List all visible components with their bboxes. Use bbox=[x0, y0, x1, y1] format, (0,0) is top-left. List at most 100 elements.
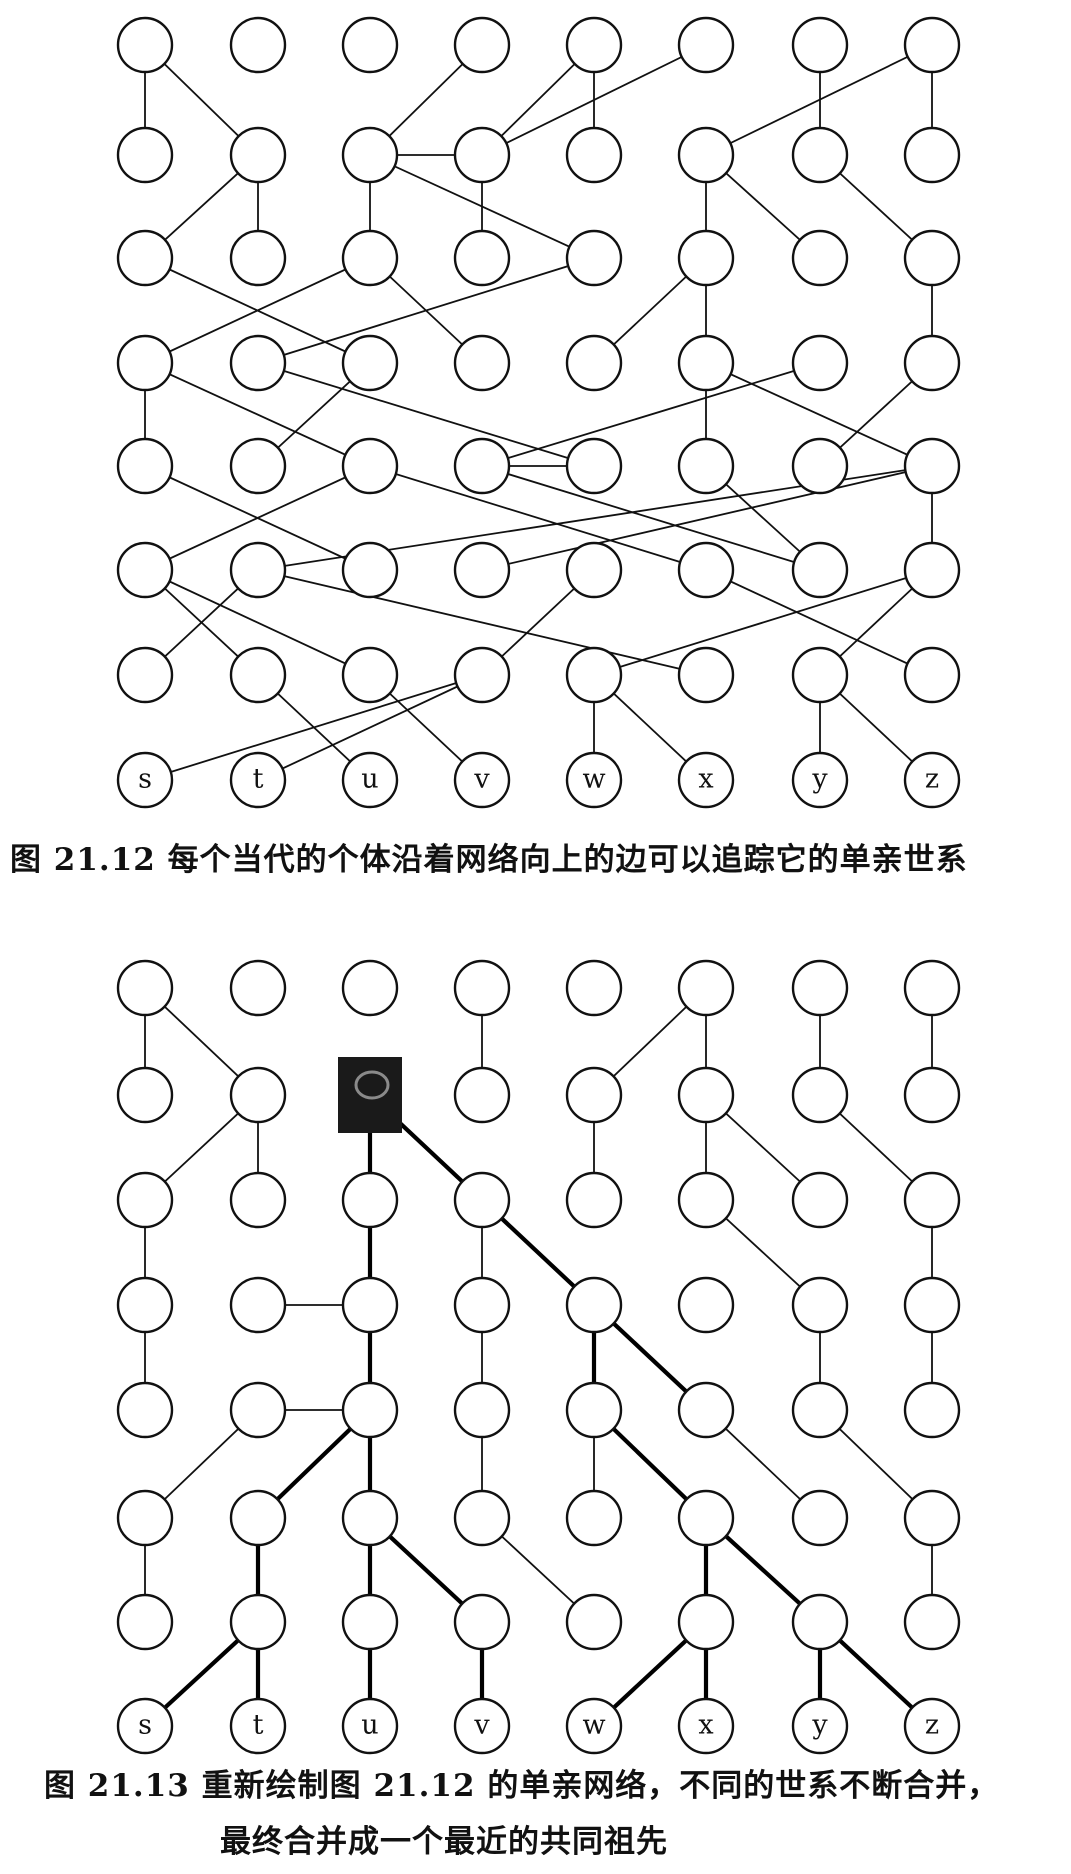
ancestor-node bbox=[229, 126, 287, 184]
leaf-label: y bbox=[811, 1710, 828, 1741]
present-individual-node bbox=[791, 1697, 849, 1755]
ancestor-node bbox=[116, 646, 174, 704]
ancestor-node bbox=[903, 646, 961, 704]
present-individual-node bbox=[229, 751, 287, 809]
ancestor-node bbox=[677, 646, 735, 704]
lineage-edge bbox=[144, 674, 483, 781]
ancestor-node bbox=[903, 1066, 961, 1124]
present-individual-node bbox=[791, 751, 849, 809]
lineage-edge bbox=[705, 44, 933, 156]
ancestor-node bbox=[229, 229, 287, 287]
lineage-edge bbox=[705, 362, 933, 467]
leaf-label: u bbox=[361, 1710, 378, 1741]
ancestor-node bbox=[677, 1489, 735, 1547]
ancestor-node bbox=[677, 1276, 735, 1334]
ancestor-node bbox=[677, 959, 735, 1017]
ancestor-node bbox=[229, 334, 287, 392]
ancestor-node bbox=[453, 437, 511, 495]
ancestor-node bbox=[677, 1171, 735, 1229]
ancestor-node bbox=[341, 959, 399, 1017]
present-individual-node bbox=[116, 1697, 174, 1755]
ancestor-node bbox=[677, 1066, 735, 1124]
ancestor-node bbox=[229, 16, 287, 74]
ancestor-node bbox=[791, 437, 849, 495]
leaf-label: w bbox=[582, 1710, 605, 1741]
ancestor-node bbox=[453, 1066, 511, 1124]
ancestor-node bbox=[565, 959, 623, 1017]
ancestor-node bbox=[341, 334, 399, 392]
present-individual-node bbox=[565, 751, 623, 809]
ancestor-node bbox=[341, 126, 399, 184]
present-individual-node bbox=[677, 1697, 735, 1755]
ancestor-node bbox=[229, 437, 287, 495]
ancestor-node bbox=[791, 646, 849, 704]
present-individual-node bbox=[116, 751, 174, 809]
leaf-label: v bbox=[473, 1710, 490, 1741]
leaf-label: s bbox=[138, 1710, 152, 1741]
ancestor-node bbox=[453, 1381, 511, 1439]
present-individual-node bbox=[453, 751, 511, 809]
ancestor-node bbox=[677, 229, 735, 287]
present-individual-node bbox=[903, 1697, 961, 1755]
ancestor-node bbox=[341, 437, 399, 495]
leaf-label: z bbox=[925, 764, 939, 795]
lineage-edge bbox=[144, 362, 371, 467]
ancestor-node bbox=[453, 1593, 511, 1651]
ancestor-node bbox=[677, 126, 735, 184]
ancestor-node bbox=[903, 1171, 961, 1229]
ancestor-node bbox=[229, 1489, 287, 1547]
ancestor-node bbox=[341, 16, 399, 74]
ancestor-node bbox=[677, 16, 735, 74]
lineage-edge bbox=[369, 465, 707, 571]
ancestor-node bbox=[791, 334, 849, 392]
leaf-label: x bbox=[698, 764, 713, 795]
ancestor-node bbox=[453, 16, 511, 74]
ancestor-node bbox=[565, 126, 623, 184]
ancestor-node bbox=[677, 1593, 735, 1651]
ancestor-node bbox=[565, 1593, 623, 1651]
ancestor-node bbox=[791, 1066, 849, 1124]
ancestor-node bbox=[116, 16, 174, 74]
lineage-edge bbox=[257, 674, 483, 781]
leaf-label: t bbox=[253, 1710, 264, 1741]
ancestor-node bbox=[341, 1381, 399, 1439]
ancestor-node bbox=[341, 646, 399, 704]
present-individual-node bbox=[453, 1697, 511, 1755]
ancestor-node bbox=[453, 334, 511, 392]
common-ancestor-node bbox=[338, 1057, 402, 1133]
ancestor-node bbox=[903, 1276, 961, 1334]
ancestor-node bbox=[229, 1381, 287, 1439]
ancestor-node bbox=[791, 1489, 849, 1547]
ancestor-node bbox=[453, 959, 511, 1017]
ancestor-node bbox=[677, 437, 735, 495]
caption-fig-21-13-line1: 图 21.13 重新绘制图 21.12 的单亲网络，不同的世系不断合并， bbox=[44, 1768, 1000, 1804]
ancestor-node bbox=[903, 1381, 961, 1439]
caption-fig-21-13-line2: 最终合并成一个最近的共同祖先 bbox=[220, 1824, 668, 1860]
leaf-label: x bbox=[698, 1710, 713, 1741]
lineage-edge bbox=[257, 257, 595, 364]
present-individual-node bbox=[341, 751, 399, 809]
ancestor-node bbox=[565, 1276, 623, 1334]
lineage-edge bbox=[144, 465, 371, 571]
ancestor-node bbox=[453, 229, 511, 287]
ancestor-node bbox=[116, 1593, 174, 1651]
ancestor-node bbox=[903, 16, 961, 74]
ancestor-node bbox=[453, 1276, 511, 1334]
ancestor-highlight bbox=[354, 1070, 390, 1100]
ancestor-node bbox=[791, 229, 849, 287]
leaf-label: w bbox=[582, 764, 605, 795]
ancestor-node bbox=[903, 334, 961, 392]
ancestor-node bbox=[116, 229, 174, 287]
present-individual-node bbox=[341, 1697, 399, 1755]
ancestor-node bbox=[677, 1381, 735, 1439]
ancestor-node bbox=[116, 1276, 174, 1334]
ancestor-node bbox=[677, 541, 735, 599]
ancestor-node bbox=[791, 959, 849, 1017]
lineage-edge bbox=[481, 465, 821, 571]
ancestor-node bbox=[453, 541, 511, 599]
ancestor-node bbox=[341, 1593, 399, 1651]
ancestor-node bbox=[791, 1593, 849, 1651]
ancestor-node bbox=[791, 1171, 849, 1229]
ancestor-node bbox=[453, 1171, 511, 1229]
present-individual-node bbox=[565, 1697, 623, 1755]
